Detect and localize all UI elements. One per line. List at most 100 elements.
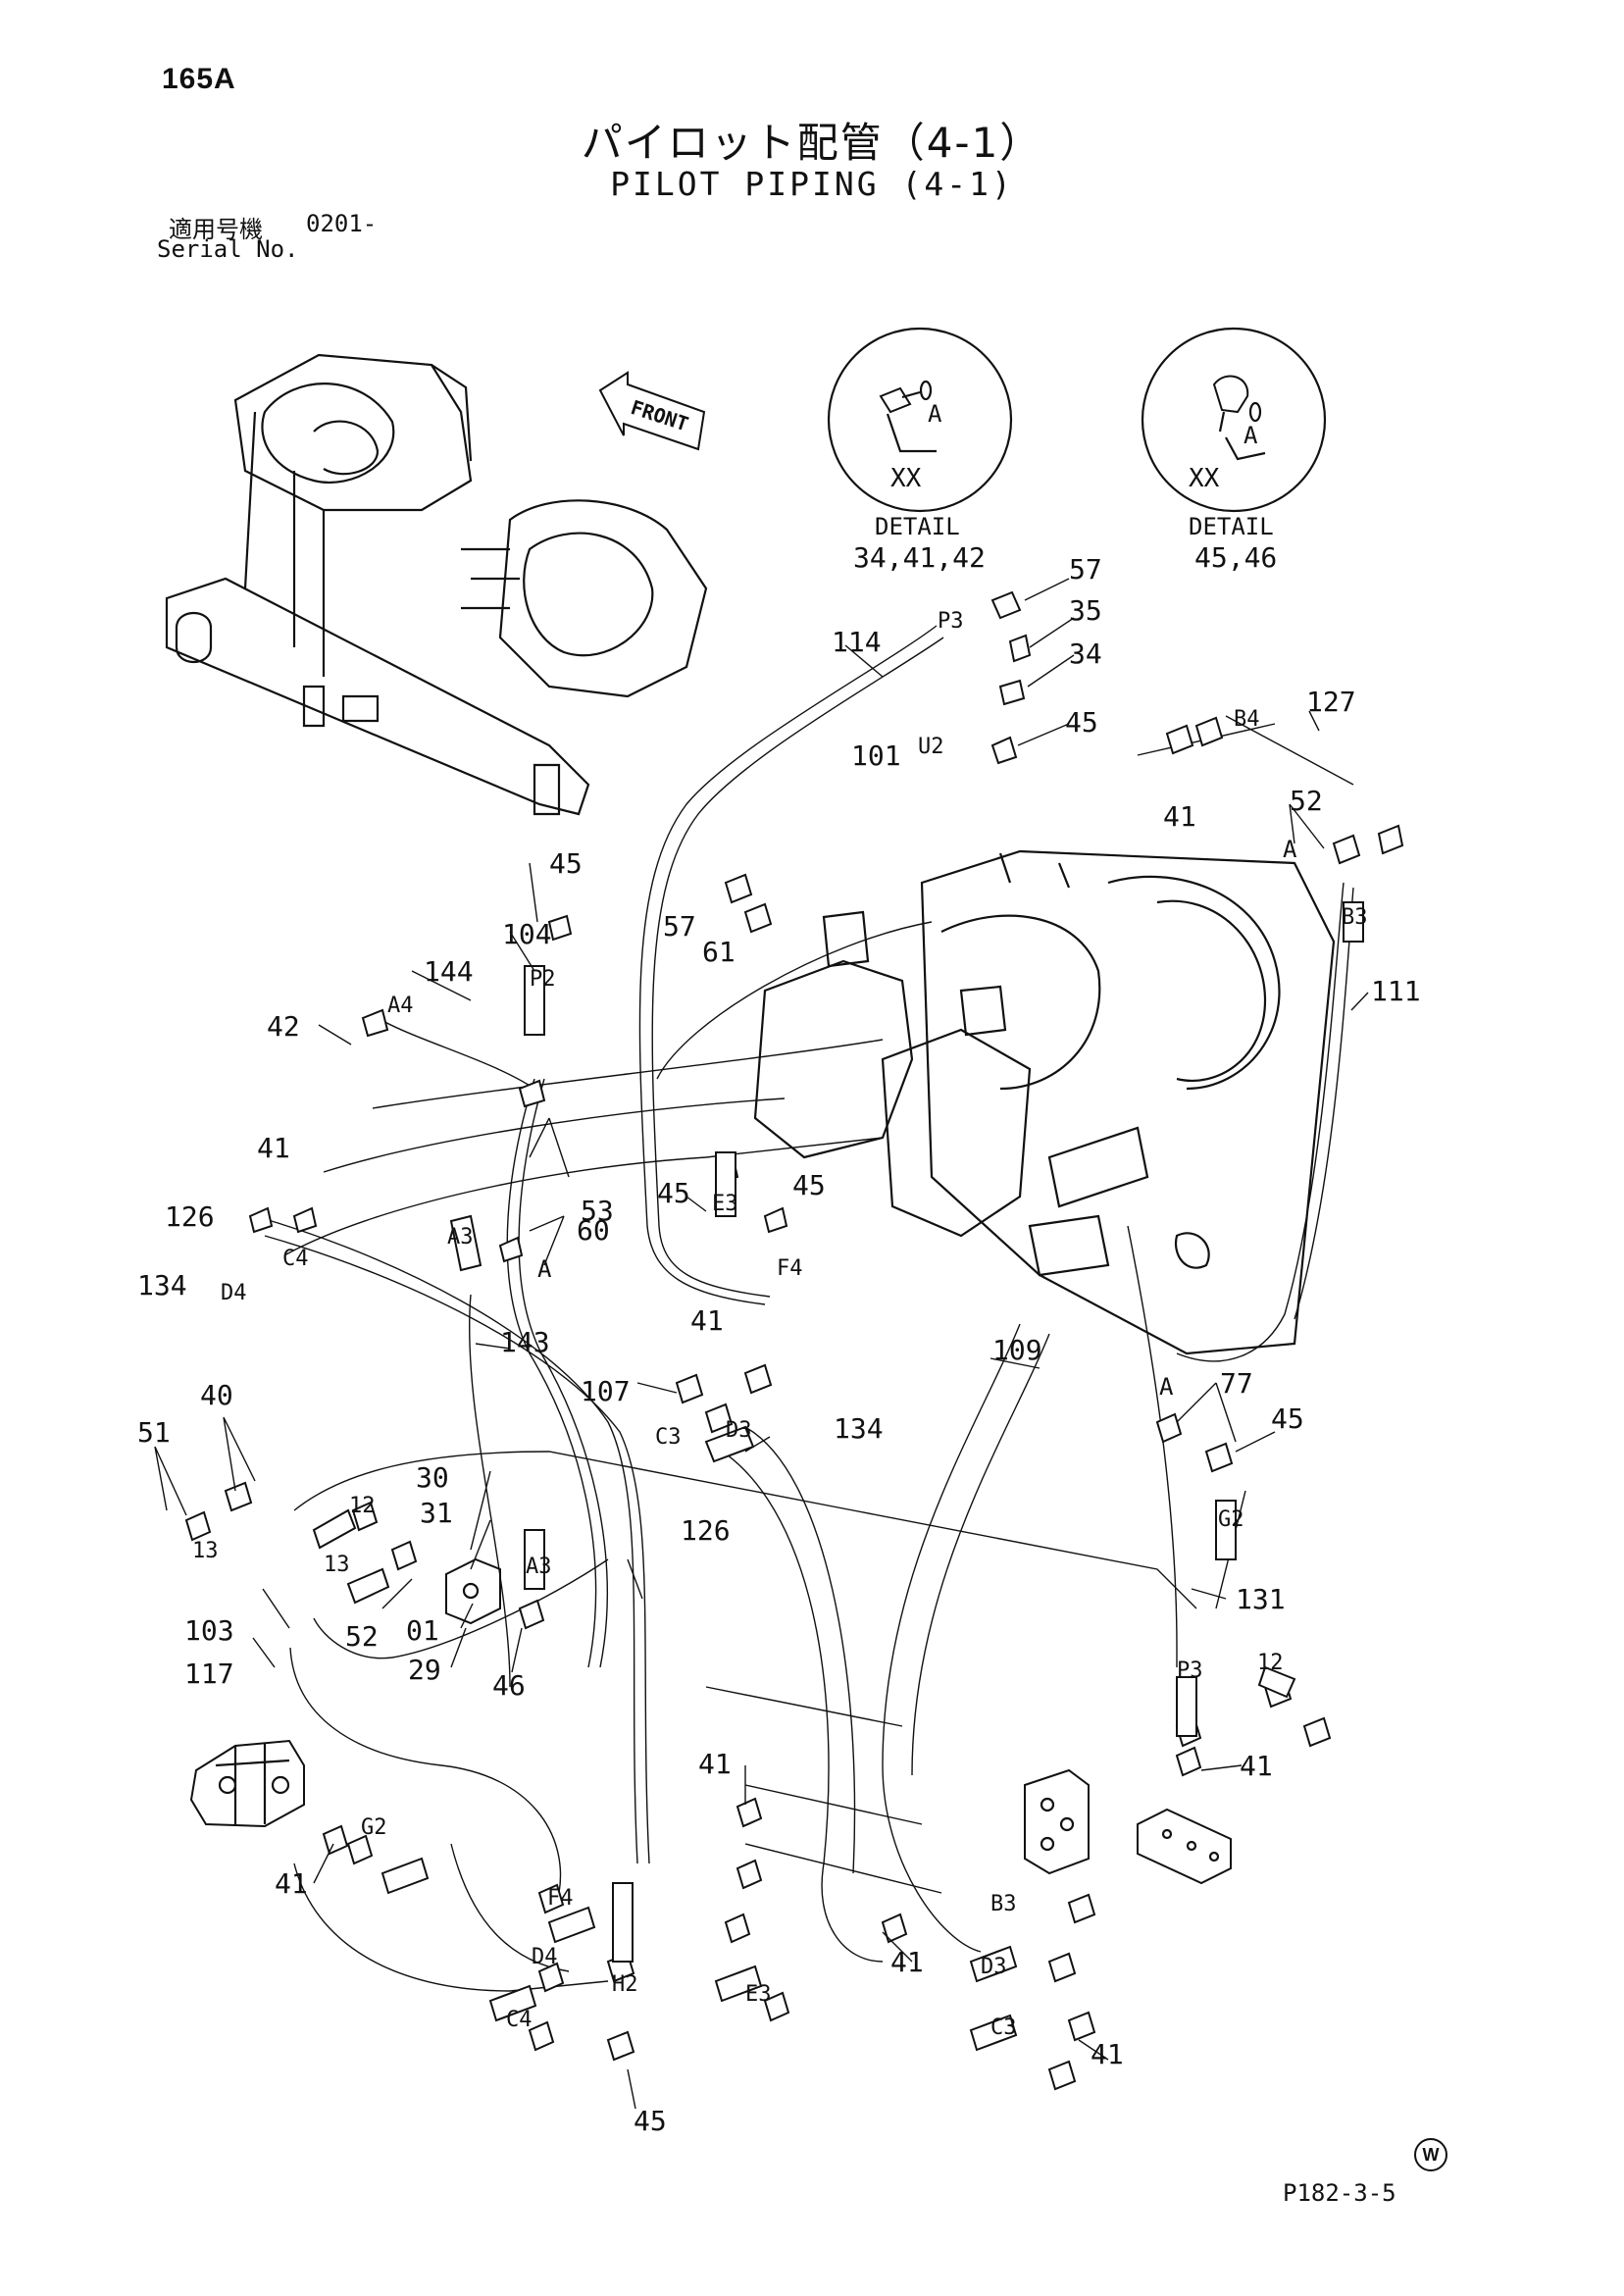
callout: 127 (1306, 686, 1356, 718)
pilot-manifold (1024, 1768, 1090, 1875)
callout: 52 (345, 1620, 379, 1653)
callout: A (1159, 1373, 1174, 1401)
callout: E3 (712, 1192, 738, 1216)
callout: 57 (1069, 553, 1102, 586)
title-japanese: パイロット配管（4-1） (581, 119, 1043, 167)
callout: 77 (1220, 1367, 1253, 1400)
callout: 35 (1069, 594, 1102, 627)
front-arrow: FRONT (598, 371, 706, 451)
callout: A4 (387, 994, 414, 1018)
callout: 41 (275, 1867, 308, 1900)
callout: 61 (702, 936, 736, 968)
page-number: 165A (162, 63, 236, 95)
callout: 41 (1163, 800, 1196, 833)
callout: G2 (1218, 1507, 1244, 1532)
callout: 101 (851, 740, 901, 772)
title-english: PILOT PIPING (4-1) (610, 165, 1014, 203)
callout: D4 (221, 1281, 247, 1305)
detail-1-numbers: 34,41,42 (853, 541, 986, 574)
callout: P3 (938, 609, 964, 634)
callout: 144 (424, 955, 474, 988)
callout: P3 (1177, 1658, 1203, 1683)
callout: 29 (408, 1654, 441, 1686)
leader-lines (154, 578, 1369, 2110)
callout: A (537, 1255, 552, 1283)
callout: 103 (184, 1614, 234, 1647)
detail-circle-2: XX A DETAIL 45,46 (1141, 327, 1327, 574)
callout: 107 (581, 1375, 631, 1407)
callout: C4 (282, 1247, 309, 1271)
callout: C3 (655, 1425, 682, 1450)
page-code: P182-3-5 (1283, 2179, 1396, 2207)
callout: 143 (500, 1326, 550, 1358)
left-pilot-valve (189, 1739, 305, 1828)
pump-assembly (165, 353, 708, 816)
fittings (184, 590, 1404, 2091)
detail-1-label-xx: XX (890, 464, 922, 493)
detail-2-label-a: A (1243, 422, 1258, 449)
callout: A3 (447, 1225, 474, 1250)
callout: 134 (137, 1269, 187, 1301)
callout: 45 (634, 2105, 667, 2137)
callout: 41 (690, 1304, 724, 1337)
callout: 111 (1371, 975, 1421, 1007)
callout: 42 (267, 1010, 300, 1043)
callout: C3 (990, 2015, 1017, 2040)
callout: H2 (612, 1972, 638, 1997)
callout: 13 (192, 1539, 219, 1563)
callout: 104 (502, 918, 552, 950)
callout: 41 (1240, 1750, 1273, 1782)
callout: D3 (981, 1955, 1007, 1979)
callout: 12 (349, 1494, 376, 1518)
callouts: 57 35 34 45 114 101 127 U2 P3 B4 52 A 41… (137, 553, 1421, 2137)
callout: 40 (200, 1379, 233, 1411)
callout: U2 (918, 735, 944, 759)
callout: G2 (361, 1815, 387, 1840)
callout: 60 (577, 1214, 610, 1247)
detail-1-label-a: A (928, 400, 942, 428)
callout: 51 (137, 1416, 171, 1449)
detail-2-label-xx: XX (1189, 464, 1220, 493)
callout: 45 (549, 847, 583, 880)
callout: 31 (420, 1497, 453, 1529)
callout: 53 (581, 1195, 614, 1227)
callout: 46 (492, 1669, 526, 1702)
callout: 131 (1236, 1583, 1286, 1615)
callout: 134 (834, 1412, 884, 1445)
callout: 34 (1069, 638, 1102, 670)
callout: 126 (681, 1514, 731, 1547)
callout: F4 (547, 1886, 574, 1911)
callout: B4 (1234, 707, 1260, 732)
callout: A3 (526, 1555, 552, 1579)
callout: B3 (1342, 905, 1368, 930)
callout: 109 (992, 1334, 1042, 1366)
callout: P2 (530, 967, 556, 992)
callout: 57 (663, 910, 696, 943)
hose-ends (312, 901, 1364, 2052)
callout: 52 (1290, 785, 1323, 817)
callout: F4 (777, 1256, 803, 1281)
right-manifold (1137, 1808, 1232, 1885)
callout: 117 (184, 1658, 234, 1690)
detail-1-heading: DETAIL (875, 513, 960, 540)
callout: 45 (1065, 706, 1098, 739)
detail-circle-1: XX A DETAIL 34,41,42 (827, 327, 1013, 574)
callout: D4 (532, 1945, 558, 1969)
callout: 45 (792, 1169, 826, 1201)
callout: B3 (990, 1892, 1017, 1916)
callout: 13 (324, 1553, 350, 1577)
callout: 114 (832, 626, 882, 658)
serial-label-english: Serial No. (157, 235, 299, 263)
callout: C4 (506, 2008, 533, 2032)
callout: 01 (406, 1614, 439, 1647)
serial-value: 0201- (306, 210, 378, 237)
callout: 126 (165, 1200, 215, 1233)
w-circle-mark: W (1414, 2138, 1447, 2171)
pilot-hoses (254, 625, 1354, 1992)
callout: 41 (890, 1946, 924, 1978)
callout: 41 (698, 1748, 732, 1780)
callout: A (1283, 836, 1297, 863)
solenoid-block (445, 1557, 501, 1625)
control-valve-assembly (753, 849, 1336, 1355)
